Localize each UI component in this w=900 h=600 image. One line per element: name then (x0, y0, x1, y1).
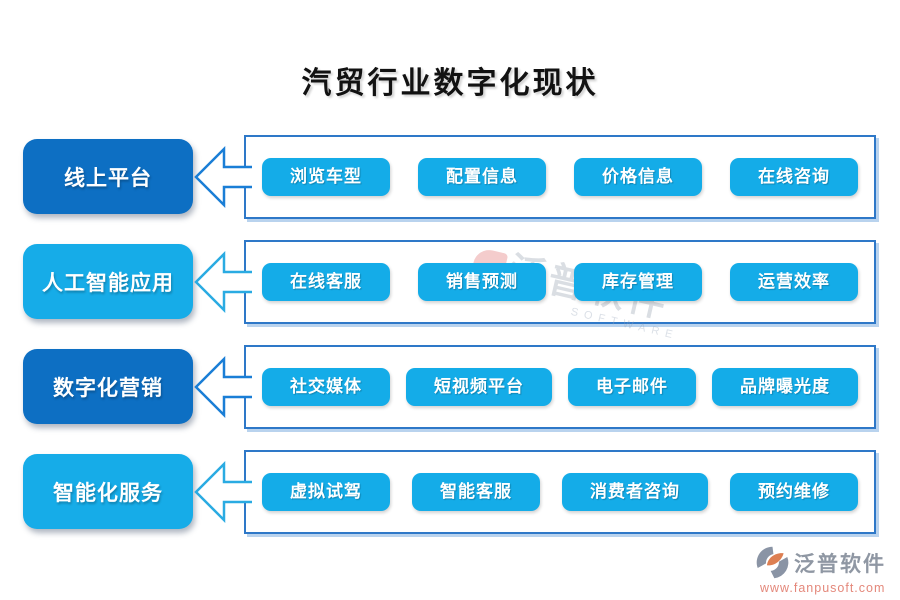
item-pill: 社交媒体 (262, 368, 390, 406)
row-panel: 在线客服销售预测库存管理运营效率 (244, 240, 876, 324)
category-label-3: 智能化服务 (23, 454, 193, 529)
item-pill: 浏览车型 (262, 158, 390, 196)
arrow-left-icon (194, 355, 252, 419)
item-pill: 智能客服 (412, 473, 540, 511)
diagram-row: 智能化服务 虚拟试驾智能客服消费者咨询预约维修 (0, 450, 900, 534)
item-pill: 电子邮件 (568, 368, 696, 406)
item-pill: 虚拟试驾 (262, 473, 390, 511)
brand-footer: 泛普软件 www.fanpusoft.com (754, 544, 886, 595)
category-label-1: 人工智能应用 (23, 244, 193, 319)
row-panel: 社交媒体短视频平台电子邮件品牌曝光度 (244, 345, 876, 429)
category-label-text: 线上平台 (64, 166, 152, 190)
brand-name: 泛普软件 (794, 552, 886, 576)
row-panel: 虚拟试驾智能客服消费者咨询预约维修 (244, 450, 876, 534)
item-pill: 库存管理 (574, 263, 702, 301)
category-label-2: 数字化营销 (23, 349, 193, 424)
item-pill: 在线客服 (262, 263, 390, 301)
item-pill: 预约维修 (730, 473, 858, 511)
item-pill: 销售预测 (418, 263, 546, 301)
item-pill: 在线咨询 (730, 158, 858, 196)
category-label-text: 数字化营销 (53, 376, 163, 400)
item-pill: 运营效率 (730, 263, 858, 301)
page-title: 汽贸行业数字化现状 (301, 66, 599, 101)
fanpu-logo-icon (756, 546, 789, 579)
diagram-row: 人工智能应用 在线客服销售预测库存管理运营效率 (0, 240, 900, 324)
arrow-left-icon (194, 250, 252, 314)
diagram-row: 线上平台 浏览车型配置信息价格信息在线咨询 (0, 135, 900, 219)
row-panel: 浏览车型配置信息价格信息在线咨询 (244, 135, 876, 219)
item-pill: 品牌曝光度 (712, 368, 858, 406)
arrow-left-icon (194, 460, 252, 524)
category-label-text: 人工智能应用 (42, 271, 174, 295)
category-label-text: 智能化服务 (53, 481, 163, 505)
item-pill: 配置信息 (418, 158, 546, 196)
item-pill: 短视频平台 (406, 368, 552, 406)
brand-url: www.fanpusoft.com (760, 581, 886, 595)
diagram-row: 数字化营销 社交媒体短视频平台电子邮件品牌曝光度 (0, 345, 900, 429)
item-pill: 价格信息 (574, 158, 702, 196)
item-pill: 消费者咨询 (562, 473, 708, 511)
category-label-0: 线上平台 (23, 139, 193, 214)
arrow-left-icon (194, 145, 252, 209)
